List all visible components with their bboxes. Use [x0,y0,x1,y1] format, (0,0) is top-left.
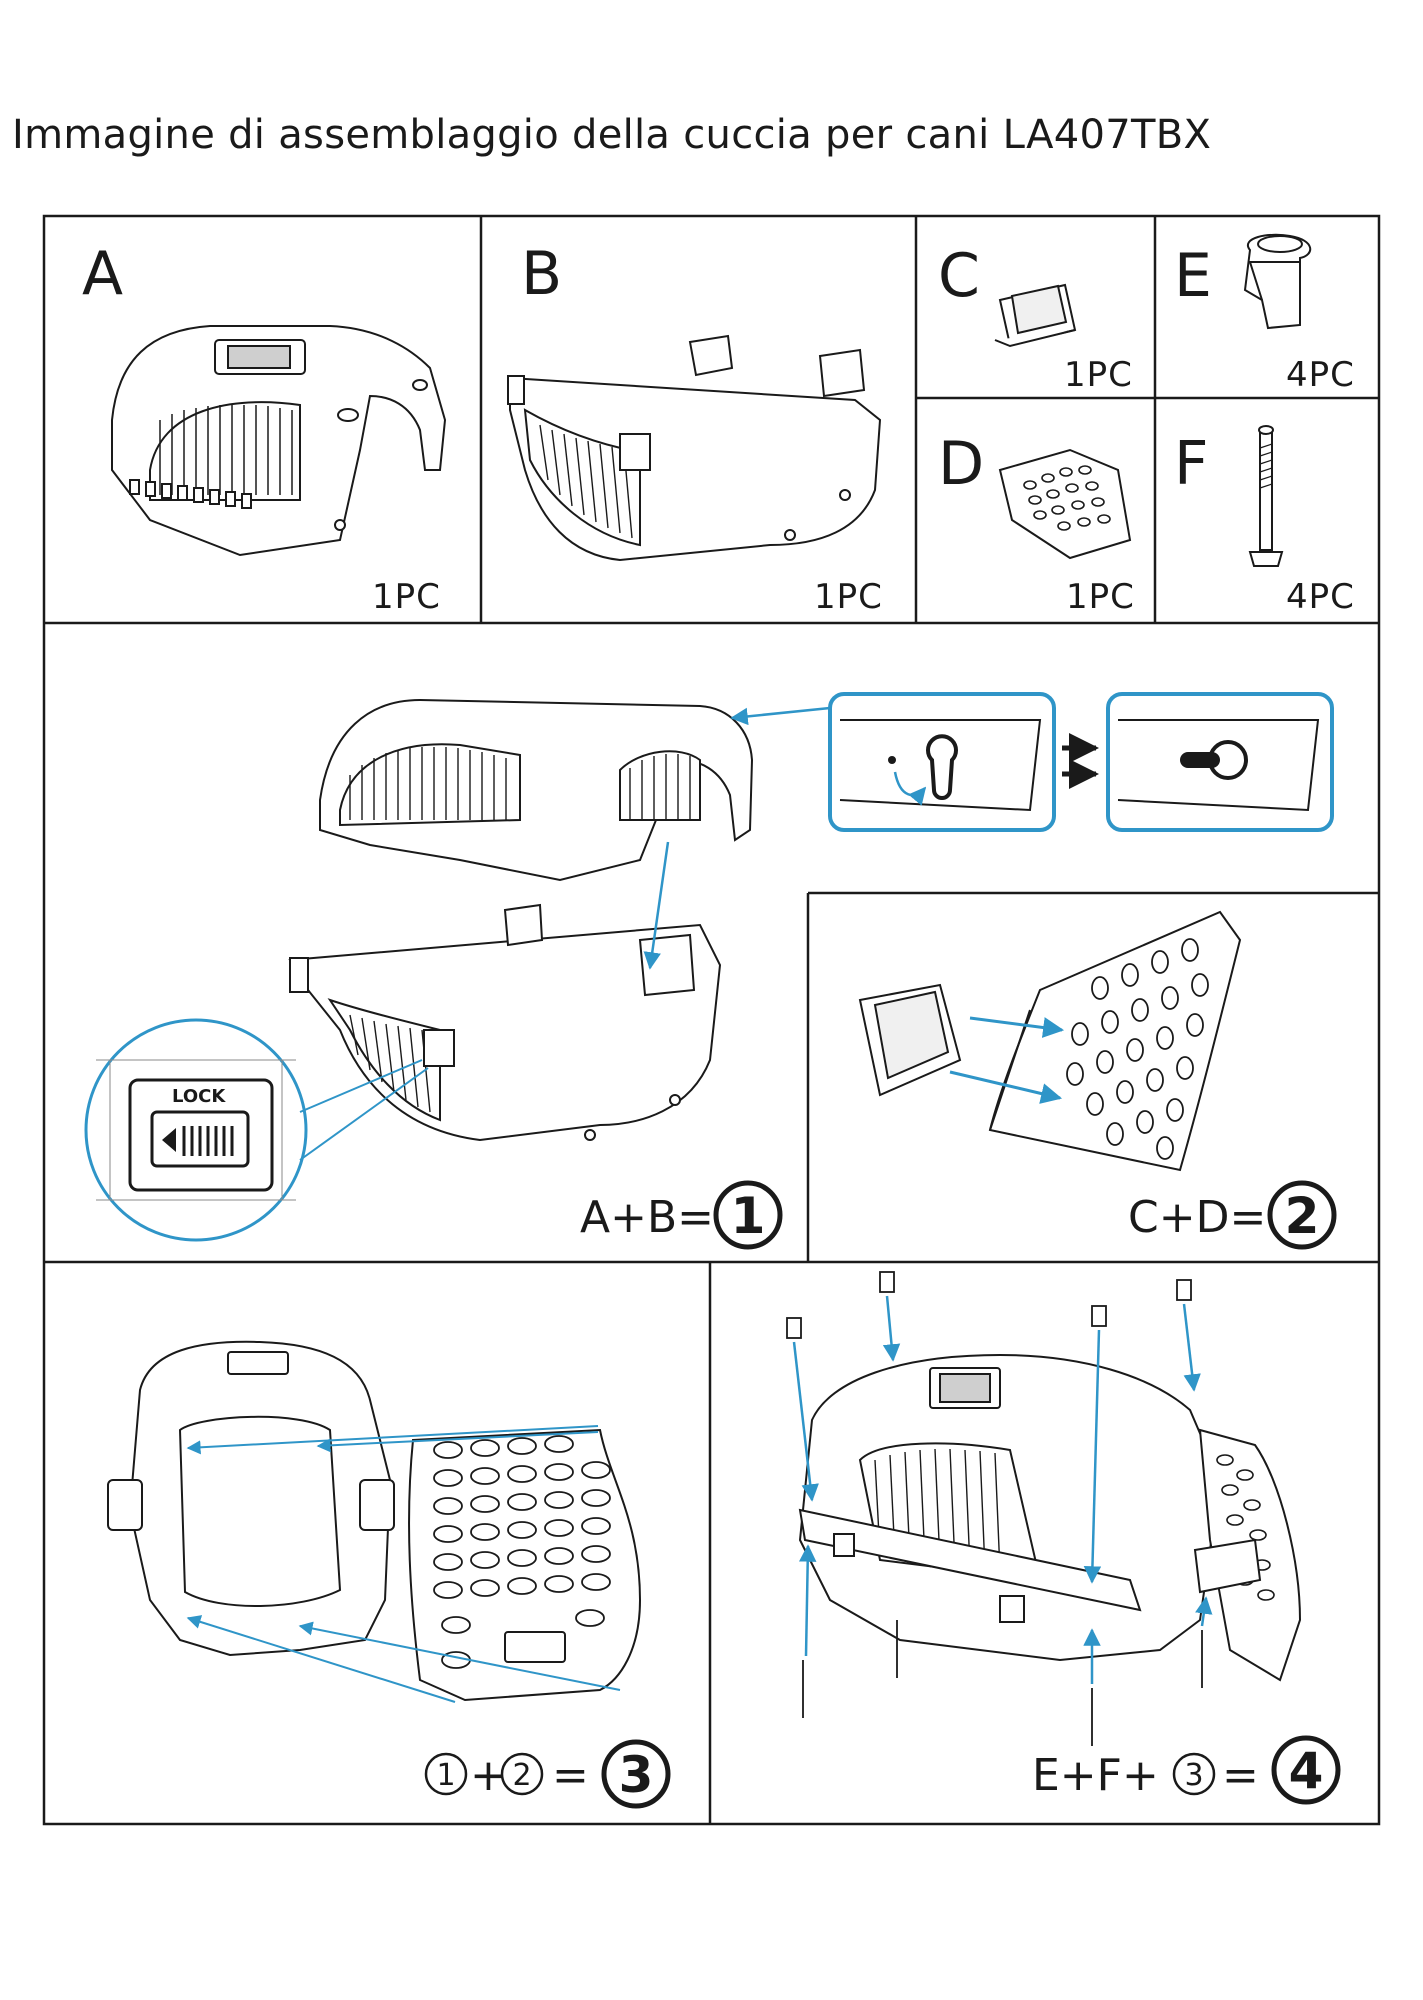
lock-magnifier: LOCK [84,1018,429,1242]
step-2-formula: C+D= [1128,1192,1266,1243]
step-4-equals: = [1222,1750,1259,1801]
part-e-letter: E [1174,241,1212,311]
step-3-result: 3 [619,1746,654,1804]
part-f-qty: 4PC [1286,577,1355,617]
grid-frame [42,214,1381,1826]
step-3-equals: = [552,1750,589,1801]
part-c-bowl [994,283,1077,348]
part-a-qty: 1PC [372,577,441,617]
part-b-qty: 1PC [814,577,883,617]
part-b-bottom-tray [507,334,882,562]
step-3-operand-b: 2 [512,1758,531,1793]
page-title: Immagine di assemblaggio della cuccia pe… [12,112,1212,158]
arrow-a-to-b [643,841,670,970]
part-e-clip [1243,233,1312,330]
part-f-screw [1248,425,1284,567]
step-3-assembly [107,1340,642,1702]
step-4-result: 4 [1289,1742,1324,1800]
part-d-door [998,448,1132,560]
direction-arrows [1062,733,1099,789]
step-3-arrows [186,1425,621,1703]
part-c-letter: C [938,241,980,311]
step-4-formula: E+F+ [1032,1750,1159,1801]
step-3-label: 1 + 2 = 3 [424,1739,671,1809]
part-c-qty: 1PC [1064,355,1133,395]
step-2-label: C+D= 2 [1128,1180,1337,1250]
step-1-assembly [288,698,754,1142]
step-3-plus: + [470,1750,507,1801]
part-d-qty: 1PC [1066,577,1135,617]
step-4-assembly [786,1271,1302,1746]
part-e-qty: 4PC [1286,355,1355,395]
step-1-formula: A+B= [580,1192,714,1243]
step-3-operand-a: 1 [436,1758,455,1793]
step-4-label: E+F+ 3 = 4 [1032,1735,1341,1805]
step-2-assembly [858,910,1242,1172]
step-1-result: 1 [731,1187,766,1245]
step-1-label: A+B= 1 [580,1180,783,1250]
hinge-callout-before [828,692,1056,832]
part-b-letter: B [521,239,562,309]
part-d-letter: D [938,429,984,499]
step-4-inline: 3 [1184,1758,1203,1793]
part-a-letter: A [82,239,123,309]
hinge-callout-after [1106,692,1334,832]
lock-label: LOCK [172,1086,226,1107]
part-a-top-shell [111,325,447,557]
part-f-letter: F [1174,429,1209,499]
arrow-to-callout [730,706,831,726]
step-4-arrows [792,1295,1213,1684]
step-2-result: 2 [1285,1187,1320,1245]
step-2-arrows [949,1016,1065,1104]
